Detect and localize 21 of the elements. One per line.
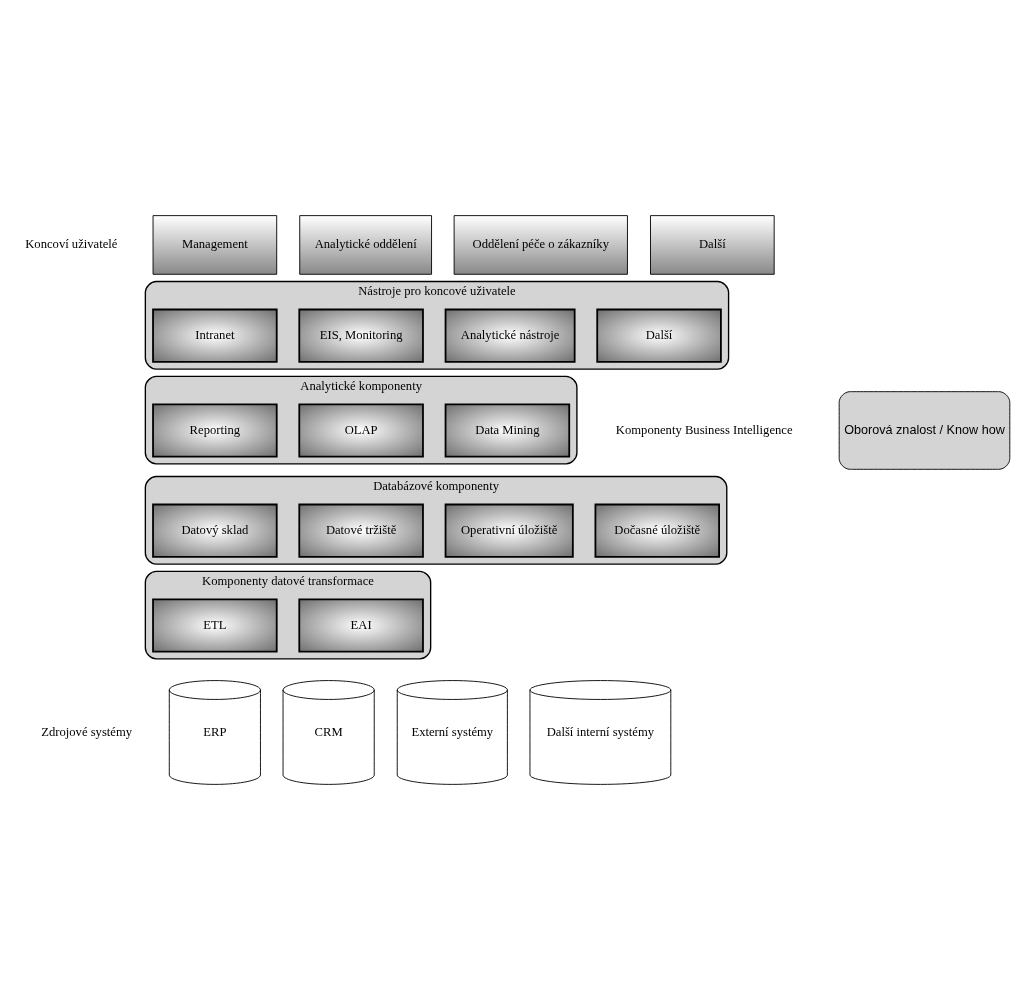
node-box: Další (650, 214, 775, 275)
label: Zdrojové systémy (41, 724, 133, 739)
label: Komponenty Business Intelligence (615, 422, 793, 437)
label: Koncoví uživatelé (25, 236, 118, 251)
node-box: Další (596, 308, 722, 363)
node-box: Datový sklad (152, 503, 278, 558)
node-box: Analytické oddělení (299, 214, 432, 275)
node-box: ETL (152, 597, 278, 653)
node-box: Data Mining (444, 402, 571, 458)
node-box: Datové tržiště (298, 503, 424, 558)
node-box: Dočasné úložiště (594, 503, 720, 558)
node-box: Management (152, 214, 278, 275)
node-box: Intranet (152, 308, 278, 363)
node-box: EIS, Monitoring (298, 308, 424, 363)
node-box: EAI (298, 597, 424, 653)
node-box: Oddělení péče o zákazníky (453, 214, 628, 275)
node-box: Operativní úložiště (444, 503, 574, 558)
node-box: Analytické nástroje (444, 308, 576, 363)
node-box: Oborová znalost / Know how (838, 390, 1011, 470)
node-box: OLAP (298, 402, 424, 458)
node-box: Reporting (152, 402, 278, 458)
